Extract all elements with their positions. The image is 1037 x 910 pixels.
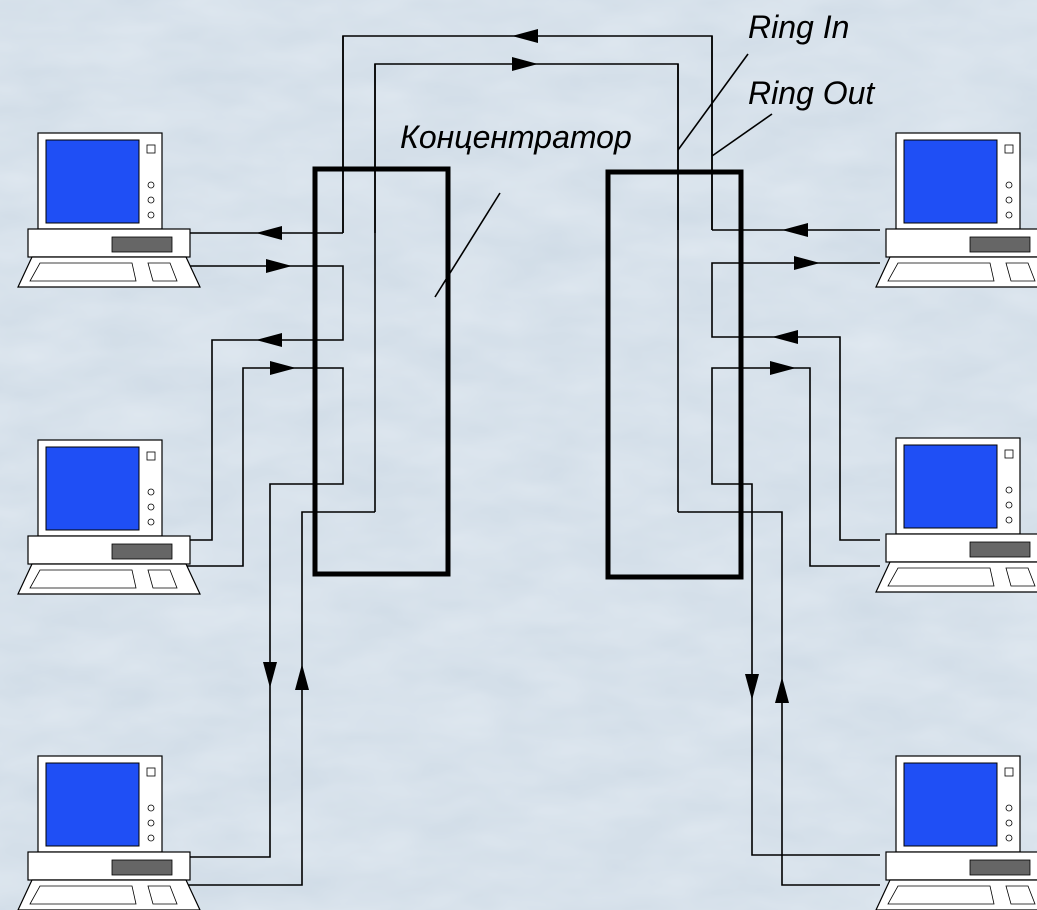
right-hub (605, 169, 744, 580)
left-hub (312, 166, 451, 577)
workstation-right-top (875, 132, 1037, 288)
left-hub-wiring (318, 36, 376, 513)
ring-in-leader (677, 53, 749, 151)
workstation-right-bottom (875, 755, 1037, 910)
ring-out-label: Ring Out (748, 75, 875, 111)
workstation-right-middle (875, 437, 1037, 593)
hub-leader (434, 192, 501, 298)
ring-in-label: Ring In (748, 9, 849, 45)
label-leaders (434, 53, 773, 298)
ring-out-leader (711, 113, 773, 157)
hub-label: Концентратор (400, 119, 632, 155)
right-hub-wiring (677, 36, 738, 513)
